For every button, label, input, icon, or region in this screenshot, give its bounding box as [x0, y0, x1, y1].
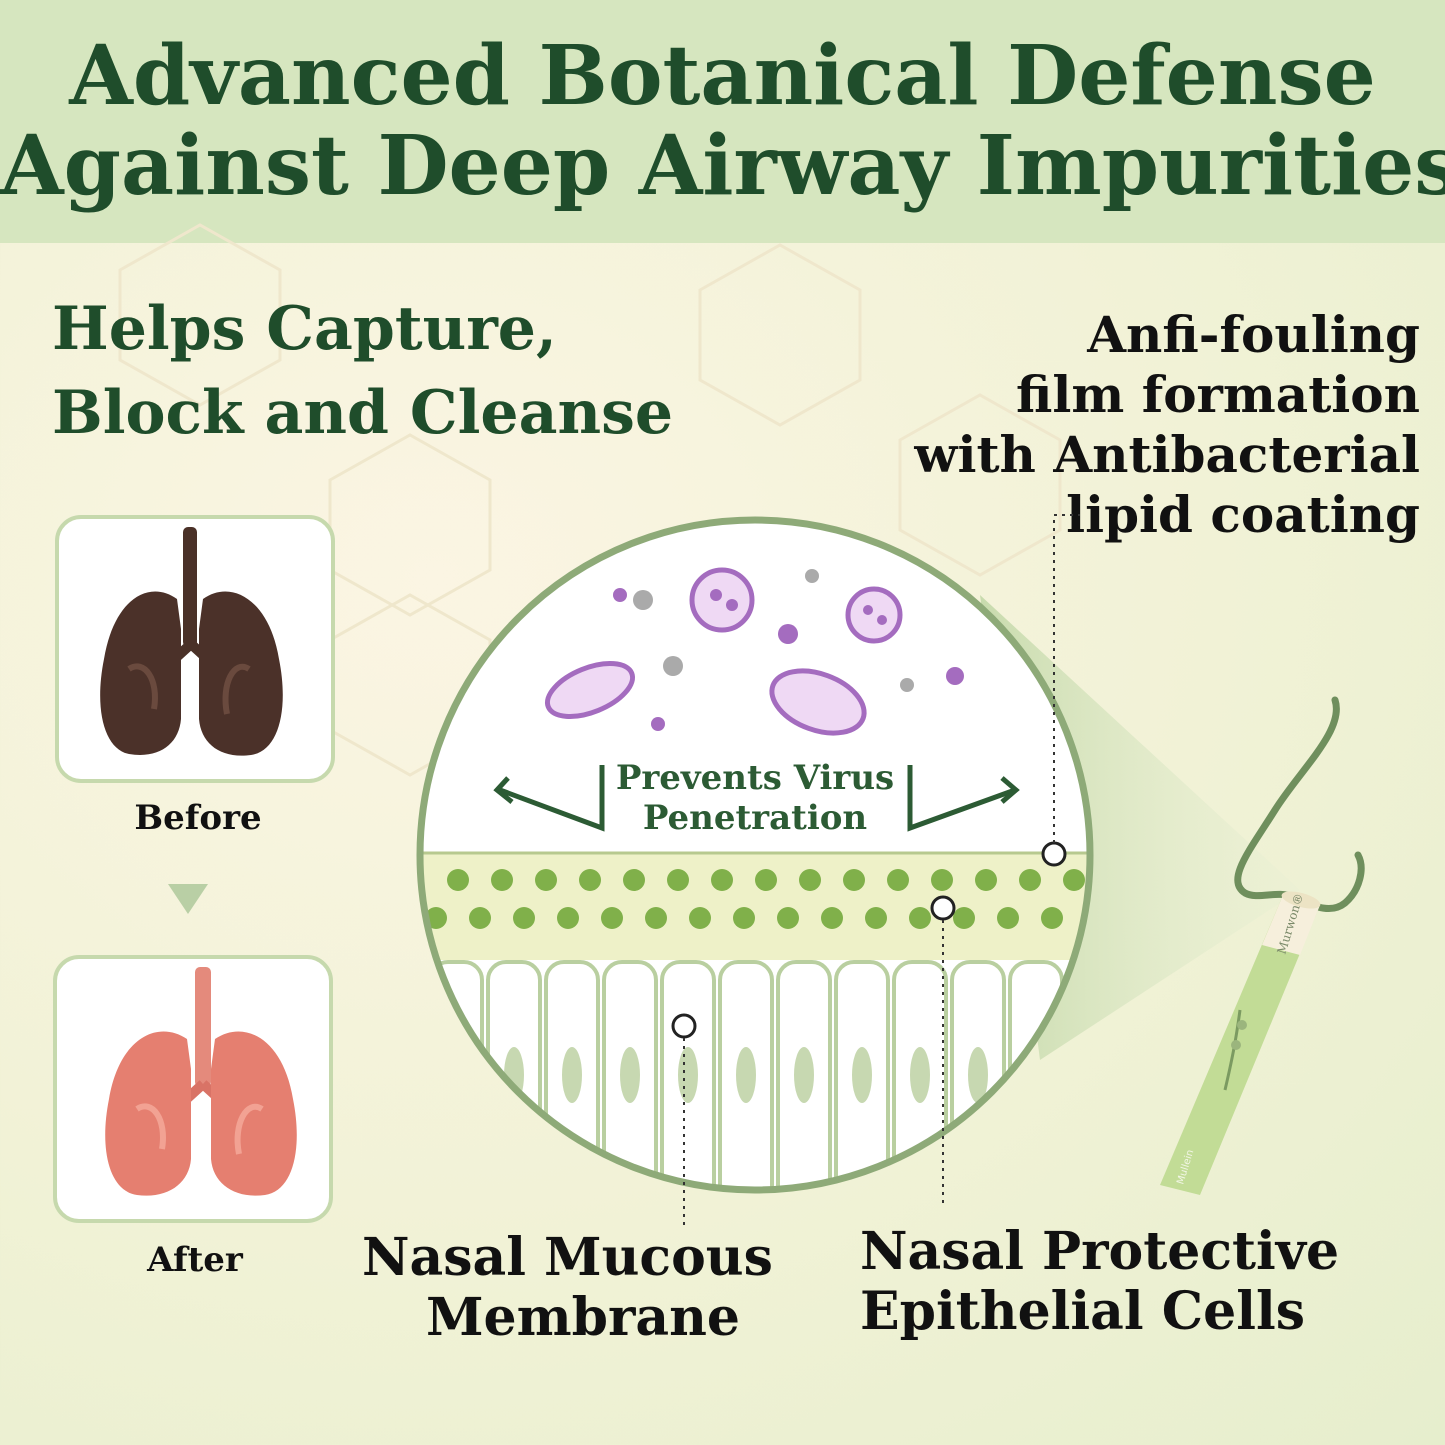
nasal-protective-cells-label: Nasal Protective Epithelial Cells [860, 1222, 1339, 1342]
deflect-arrows [493, 765, 1020, 832]
film-formation-label: Anfi-fouling film formation with Antibac… [914, 305, 1420, 545]
mucous-line1: Nasal Mucous [362, 1227, 773, 1288]
page-title-line1: Advanced Botanical Defense [69, 28, 1376, 124]
film-label-line4: lipid coating [1066, 485, 1420, 544]
before-label: Before [134, 798, 262, 838]
prevent-line2: Penetration [642, 798, 868, 838]
healthy-lungs-image [105, 967, 297, 1196]
lungs-before-card [55, 515, 335, 783]
nasal-mucous-membrane-label: Nasal Mucous Membrane [362, 1227, 773, 1348]
film-label-line1: Anfi-fouling [1087, 305, 1420, 364]
mucous-line2: Membrane [425, 1287, 740, 1348]
virus-particles [544, 567, 964, 736]
dark-lungs-image [100, 527, 283, 756]
prevent-line1: Prevents Virus [615, 758, 895, 798]
nose-outline [1234, 696, 1365, 912]
prevents-virus-label: Prevents Virus Penetration [600, 758, 910, 838]
lungs-after-card [53, 955, 333, 1223]
subtitle-line2: Block and Cleanse [52, 378, 674, 448]
lipid-layer [425, 869, 1085, 929]
film-label-line2: film formation [1016, 365, 1420, 424]
after-label: After [147, 1240, 243, 1280]
subtitle-line1: Helps Capture, [52, 294, 557, 364]
film-label-line3: with Antibacterial [914, 425, 1420, 484]
protective-line1: Nasal Protective [860, 1221, 1340, 1282]
callout-markers [671, 841, 1067, 1039]
down-arrow-icon [168, 884, 208, 914]
protective-line2: Epithelial Cells [860, 1281, 1305, 1342]
inhaler-stick [1160, 891, 1321, 1195]
page-title-line2: Against Deep Airway Impurities [0, 118, 1445, 214]
header-banner [0, 0, 1445, 243]
